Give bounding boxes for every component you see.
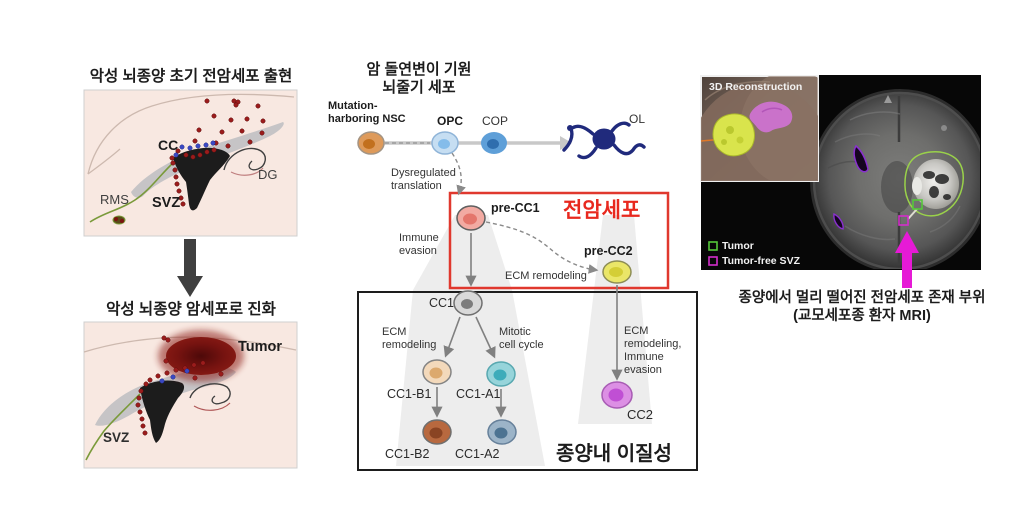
nsc-label-line1: Mutation-: [328, 100, 378, 112]
rms-label: RMS: [100, 192, 129, 207]
cc1-cell: [453, 290, 483, 316]
ecm-right-line4: evasion: [624, 364, 662, 376]
lineage-diagram: [357, 121, 698, 471]
clone1-funnel: [396, 215, 545, 466]
cc1-b1-cell: [422, 359, 452, 385]
tumor-mass: [166, 337, 236, 375]
progression-arrow: [177, 239, 203, 297]
inset-title: 3D Reconstruction: [709, 81, 803, 93]
nsc-cell: [357, 131, 385, 155]
cc1-a1-label: CC1-A1: [456, 387, 501, 401]
premalignant-cell-dots-blue: [173, 140, 216, 158]
cc2-label: CC2: [627, 407, 654, 422]
mri-caption-line1: 종양에서 멀리 떨어진 전암세포 존재 부위: [738, 290, 986, 306]
premalignant-cells-label: 전암세포: [563, 199, 641, 222]
cc-label: CC: [158, 137, 179, 153]
dysregulated-label-line2: translation: [391, 180, 442, 192]
legend-tumor-label: Tumor: [722, 240, 754, 252]
tumor-3d-blob: [712, 113, 755, 157]
ecm-right-line2: remodeling,: [624, 338, 682, 350]
svz-label: SVZ: [152, 195, 181, 211]
ecm-left-line2: remodeling: [382, 339, 437, 351]
dysregulated-label-line1: Dysregulated: [391, 167, 456, 179]
legend-tumor-swatch: [708, 241, 718, 251]
dg-curve: [223, 147, 266, 171]
cc1-a2-cell: [487, 419, 517, 445]
svz-label-2: SVZ: [103, 430, 130, 445]
ventricle-outline-small: [833, 212, 844, 230]
premalignant-cell-dots-red: [169, 98, 266, 207]
mitotic-line2: cell cycle: [499, 339, 544, 351]
cop-cell: [481, 132, 507, 154]
tumor-label: Tumor: [238, 339, 283, 355]
svz-ventricle-shape: [173, 147, 230, 211]
evolved-brain-panel: [83, 321, 298, 469]
ventricle-outline: [853, 144, 869, 173]
ecm-right-line3: Immune: [624, 351, 664, 363]
cc1-a1-cell: [486, 361, 516, 387]
ecm-remodeling-label: ECM remodeling: [505, 270, 587, 282]
cc2-cell: [601, 381, 633, 409]
ol-cell: [562, 121, 646, 160]
lineage-title-line2: 뇌줄기 세포: [382, 79, 456, 96]
legend-svz-swatch: [708, 256, 718, 266]
pre-cc2-label: pre-CC2: [584, 244, 633, 258]
magenta-pointer-arrow: [895, 231, 919, 288]
clone2-funnel: [578, 215, 652, 424]
cop-label: COP: [482, 114, 509, 128]
cc1-b2-cell: [422, 419, 452, 445]
dg-label: DG: [258, 167, 278, 182]
dg-curve: [189, 383, 231, 404]
ecm-left-line1: ECM: [382, 326, 407, 338]
ecm-right-line1: ECM: [624, 325, 649, 337]
opc-label: OPC: [437, 114, 464, 128]
pre-cc2-cell: [602, 260, 632, 284]
lineage-title-line1: 암 돌연변이 기원: [366, 61, 472, 78]
black-heterogeneity-box: [357, 291, 698, 471]
cc1-a2-label: CC1-A2: [455, 447, 500, 461]
svz-ventricle-shape: [140, 380, 185, 443]
immune-evasion-line2: evasion: [399, 245, 437, 257]
mri-panel: [700, 75, 981, 270]
opc-cell: [431, 131, 459, 155]
cc1-label: CC1: [429, 296, 455, 310]
legend-svz-label: Tumor-free SVZ: [722, 255, 800, 267]
immune-evasion-line1: Immune: [399, 232, 439, 244]
premalignant-cell-dots-blue: [159, 368, 190, 384]
heterogeneity-label: 종양내 이질성: [556, 443, 672, 465]
mitotic-line1: Mitotic: [499, 326, 531, 338]
rms-path: [85, 393, 141, 461]
3d-inset: [700, 75, 819, 182]
evolved-panel-title: 악성 뇌종양 암세포로 진화: [106, 301, 276, 318]
pre-cc1-label: pre-CC1: [491, 201, 540, 215]
tumor-contour: [904, 151, 964, 217]
svz-sample-marker: [898, 215, 909, 226]
rms-path: [89, 161, 175, 223]
pre-cc1-cell: [456, 205, 486, 231]
tumor-sample-marker: [912, 199, 923, 210]
cc1-b1-label: CC1-B1: [387, 387, 432, 401]
nsc-label-line2: harboring NSC: [328, 113, 406, 125]
mri-caption-line2: (교모세포종 환자 MRI): [793, 308, 931, 324]
premalignant-cell-dots-red: [135, 335, 224, 436]
early-panel-title: 악성 뇌종양 초기 전암세포 출현: [89, 68, 293, 85]
cc1-b2-label: CC1-B2: [385, 447, 430, 461]
red-premalignant-box: [448, 191, 670, 290]
ol-label: OL: [629, 112, 646, 126]
early-brain-panel: [83, 89, 298, 237]
